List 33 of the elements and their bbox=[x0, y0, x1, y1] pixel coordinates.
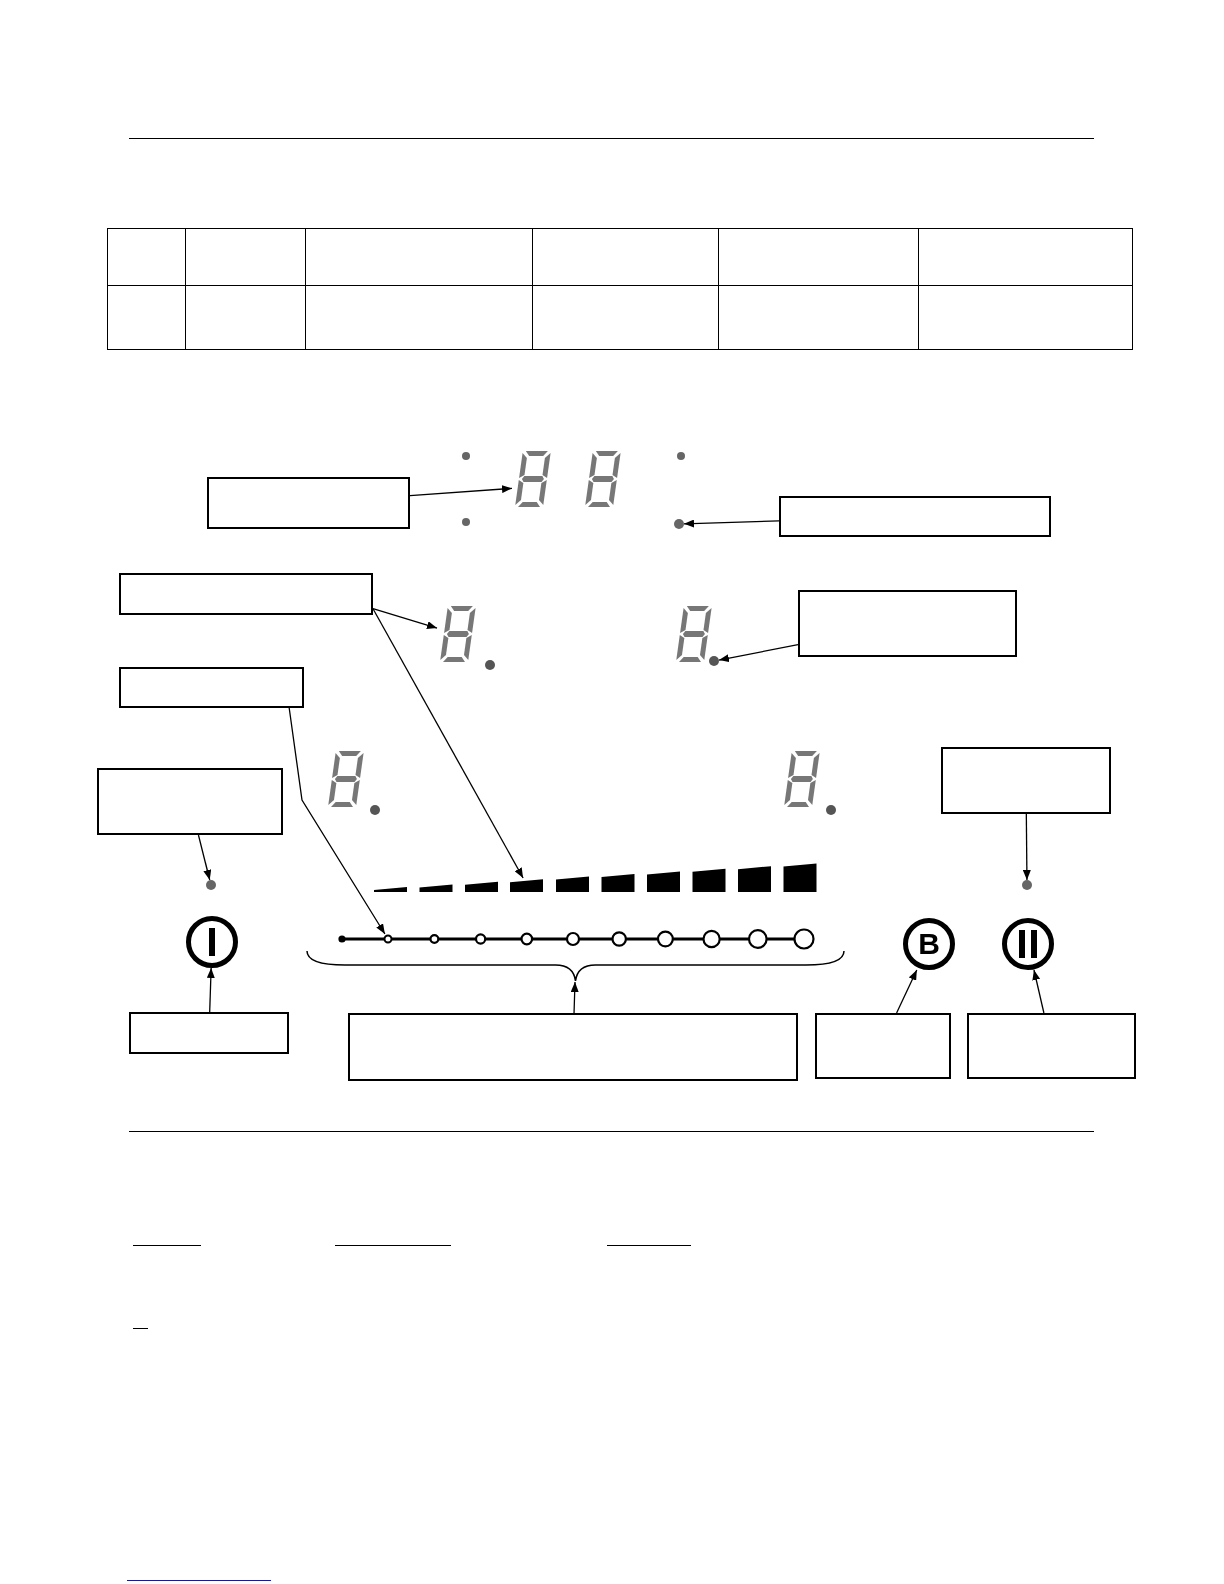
leader-arrow bbox=[372, 608, 438, 629]
callout-box bbox=[941, 747, 1111, 814]
callout-box bbox=[119, 667, 304, 708]
leader-arrow bbox=[288, 707, 386, 935]
leader-arrow bbox=[197, 834, 212, 881]
callout-box bbox=[129, 1012, 289, 1054]
indicator-dot bbox=[206, 880, 216, 890]
callout-box bbox=[207, 477, 410, 529]
callout-box bbox=[798, 590, 1017, 657]
callout-box bbox=[97, 768, 283, 835]
callout-box bbox=[119, 573, 373, 615]
callout-box bbox=[967, 1013, 1136, 1079]
leader-arrow bbox=[895, 969, 918, 1014]
leader-arrow bbox=[1032, 969, 1045, 1014]
level-bar bbox=[510, 878, 544, 892]
b-button: B bbox=[903, 918, 955, 970]
leader-arrow bbox=[409, 485, 513, 497]
indicator-dot bbox=[709, 656, 719, 666]
callout-box bbox=[779, 496, 1051, 537]
slider-dot bbox=[383, 934, 393, 944]
leader-arrow bbox=[683, 519, 780, 528]
leader-arrow bbox=[1022, 813, 1031, 881]
callout-box bbox=[348, 1013, 798, 1081]
curly-brace bbox=[305, 950, 846, 982]
callout-box bbox=[815, 1013, 951, 1079]
pause-button-icon bbox=[1002, 918, 1054, 970]
leader-arrow bbox=[206, 967, 215, 1013]
leader-arrow bbox=[372, 608, 524, 879]
leader-arrow bbox=[718, 644, 799, 663]
indicator-dot bbox=[674, 519, 684, 529]
power-button-icon bbox=[186, 916, 238, 968]
indicator-dot bbox=[1022, 880, 1032, 890]
leader-arrow bbox=[570, 981, 579, 1014]
